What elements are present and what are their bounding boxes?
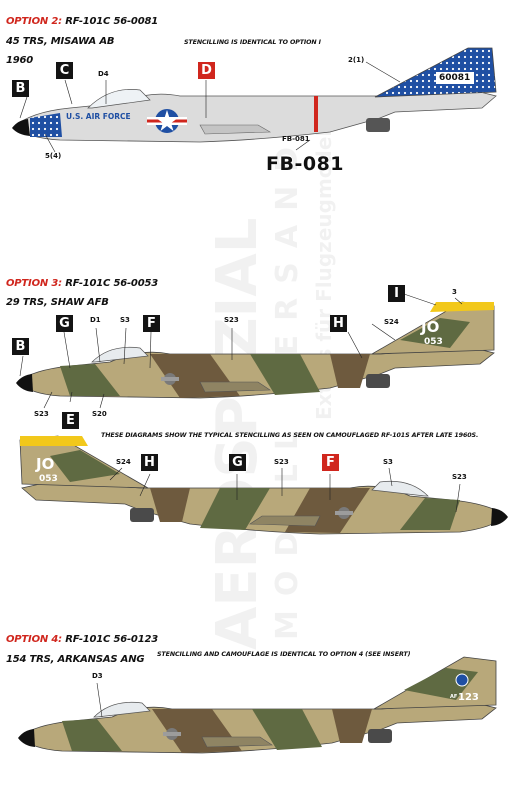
option4-intake (201, 736, 273, 748)
option4-canopy (93, 701, 151, 718)
option2-red-band (314, 96, 318, 132)
option4-title: OPTION 4: RF-101C 56-0123 (6, 634, 158, 645)
option2-nose-cone (12, 119, 30, 136)
option3-callout-h: H (330, 315, 347, 332)
diagram-callout-h: H (141, 454, 158, 471)
option2-ref-54: 5(4) (45, 152, 62, 160)
option2-tail-fin (374, 47, 497, 98)
option2-unit: 45 TRS, MISAWA AB (6, 36, 115, 47)
option4-ref-d3: D3 (92, 672, 103, 680)
option4-tail-serial: 123 (458, 692, 479, 703)
option3-intake (199, 381, 271, 393)
option2-callout-c: C (56, 62, 73, 79)
diagram-callout-f: F (322, 454, 339, 471)
option3-nose-cone (16, 374, 33, 392)
option3-tail-code: JO (421, 318, 440, 336)
option2-tail-serial: 60081 (439, 73, 471, 83)
option3-ref-s23b: S23 (34, 410, 49, 418)
diagram-ref-s23a: S23 (274, 458, 289, 466)
option2-buzz-number: FB-081 (266, 153, 345, 175)
diagram-ref-s3: S3 (383, 458, 393, 466)
option2-canopy (87, 89, 151, 109)
option3-ref-s20: S20 (92, 410, 107, 418)
diagram-ref-s23b: S23 (452, 473, 467, 481)
diagram-tail-tip (20, 436, 88, 446)
option3-tail-serial: 053 (424, 337, 443, 347)
option3-title-prefix: OPTION 3: (6, 278, 62, 289)
diagram-ref-s24: S24 (116, 458, 131, 466)
option3-callout-e: E (62, 412, 79, 429)
option2-callout-b: B (12, 80, 29, 97)
option2-title-rest: RF-101C 56-0081 (65, 16, 158, 27)
option2-year: 1960 (6, 55, 34, 66)
option3-callout-b: B (12, 338, 29, 355)
option4-unit: 154 TRS, ARKANSAS ANG (6, 654, 145, 665)
option3-tail-tip (430, 302, 494, 312)
option2-note: STENCILLING IS IDENTICAL TO OPTION I (184, 39, 321, 46)
option2-small-buzz: FB-081 (282, 135, 310, 143)
diagram-nose-cone (491, 508, 508, 526)
option3-canopy (91, 346, 149, 363)
option3-unit: 29 TRS, SHAW AFB (6, 297, 109, 308)
option4-title-prefix: OPTION 4: (6, 634, 62, 645)
diagram-intake (249, 515, 321, 527)
option3-ref-d1: D1 (90, 316, 101, 324)
option3-callout-f: F (143, 315, 160, 332)
diagram-nozzle (130, 508, 154, 522)
option2-ref-d4: D4 (98, 70, 109, 78)
option3-ref-s3: S3 (120, 316, 130, 324)
option3-callout-g: G (56, 315, 73, 332)
diagram-callout-g: G (229, 454, 246, 471)
diagram-note: THESE DIAGRAMS SHOW THE TYPICAL STENCILL… (101, 432, 479, 439)
option4-tail-badge (455, 673, 469, 687)
option4-nozzle (368, 729, 392, 743)
diagram-tail-code: JO (36, 455, 55, 473)
option4-nose-cone (18, 729, 35, 747)
option4-note: STENCILLING AND CAMOUFLAGE IS IDENTICAL … (157, 651, 411, 658)
option3-nozzle (366, 374, 390, 388)
diagram-canopy (371, 480, 429, 497)
option2-ref-21: 2(1) (348, 56, 365, 64)
option3-callout-i: I (388, 285, 405, 302)
option2-intake (199, 124, 272, 135)
option2-title: OPTION 2: RF-101C 56-0081 (6, 16, 158, 27)
option3-title-rest: RF-101C 56-0053 (65, 278, 158, 289)
option2-nose-stars (30, 113, 62, 137)
option4-title-rest: RF-101C 56-0123 (65, 634, 158, 645)
option2-usaf-marking: U.S. AIR FORCE (66, 112, 131, 121)
option2-tail-serial-box (436, 72, 474, 84)
option4-tail-prefix: AF (450, 694, 458, 700)
diagram-tail-serial: 053 (39, 474, 58, 484)
option2-callout-d: D (198, 62, 215, 79)
option3-ref-s23a: S23 (224, 316, 239, 324)
option3-ref-3: 3 (452, 288, 457, 296)
option3-ref-s24: S24 (384, 318, 399, 326)
option2-nozzle (366, 118, 390, 132)
option3-title: OPTION 3: RF-101C 56-0053 (6, 278, 158, 289)
option2-title-prefix: OPTION 2: (6, 16, 62, 27)
